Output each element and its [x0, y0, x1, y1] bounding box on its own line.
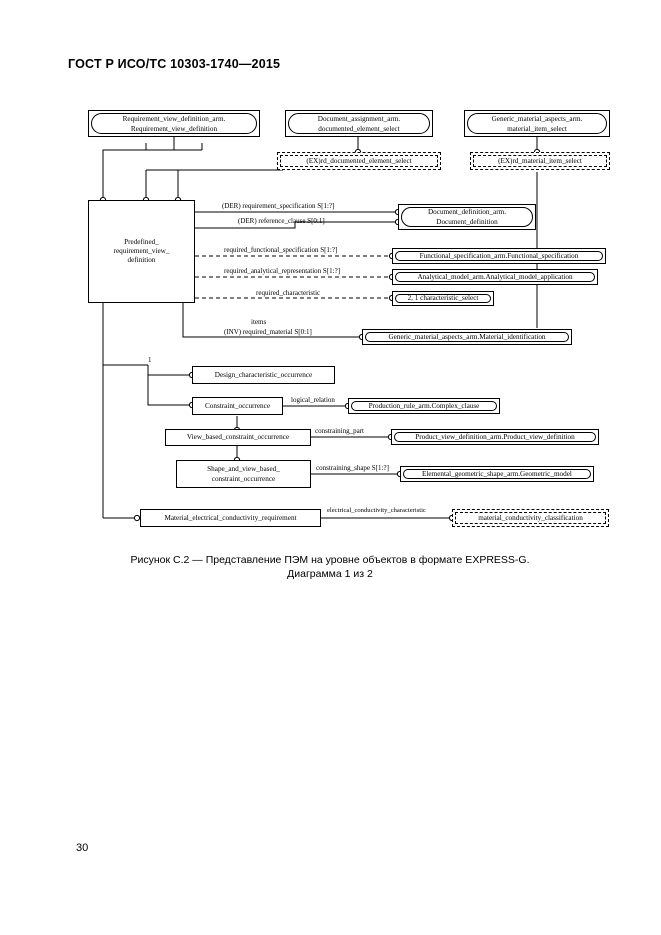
node-line1: Requirement_view_definition_arm.: [122, 114, 226, 123]
edge-label-reference-clause: (DER) reference_clause S[0:1]: [238, 217, 325, 225]
edge-label-required-characteristic: required_characteristic: [256, 289, 321, 297]
node-ex-rd-documented-element-select: (EX)rd_documented_element_select: [277, 152, 441, 170]
edge-label-electrical-conductivity-characteristic: electrical_conductivity_characteristic: [327, 507, 426, 514]
node-line2: material_item_select: [507, 124, 567, 133]
node-material-identification: Generic_material_aspects_arm.Material_id…: [362, 329, 572, 345]
node-label: (EX)rd_material_item_select: [498, 156, 582, 165]
page-number: 30: [76, 842, 89, 854]
node-label: Production_rule_arm.Complex_clause: [368, 401, 480, 410]
edge-label-required-functional-specification: required_functional_specification S[1:?]: [224, 246, 338, 254]
edge-label-required-analytical-representation: required_analytical_representation S[1:?…: [224, 267, 341, 275]
node-shape-and-view-based-constraint-occurrence: Shape_and_view_based_ constraint_occurre…: [176, 460, 311, 488]
edge-label-constraining-shape: constraining_shape S[1:?]: [316, 464, 389, 472]
node-production-rule-arm: Production_rule_arm.Complex_clause: [348, 398, 500, 414]
node-requirement-view-definition-arm: Requirement_view_definition_arm. Require…: [88, 110, 260, 137]
node-elemental-geometric-shape-arm: Elemental_geometric_shape_arm.Geometric_…: [400, 466, 594, 482]
express-g-diagram: Requirement_view_definition_arm. Require…: [88, 110, 610, 527]
node-line2: Requirement_view_definition: [130, 124, 218, 133]
node-line2: documented_element_select: [318, 124, 400, 133]
node-label: Product_view_definition_arm.Product_view…: [415, 432, 575, 441]
node-line1: Document_definition_arm.: [427, 208, 507, 216]
node-line1: Shape_and_view_based_: [207, 465, 280, 473]
edge-label-items: items: [251, 318, 267, 326]
node-predefined-requirement-view-definition: Predefined_ requirement_view_ definition: [88, 200, 195, 303]
node-line2: requirement_view_: [113, 247, 170, 255]
node-label: Analytical_model_arm.Analytical_model_ap…: [417, 272, 573, 281]
node-label: Constraint_occurrence: [204, 401, 271, 410]
edge-label-required-material: (INV) required_material S[0:1]: [224, 328, 312, 336]
node-analytical-model-arm: Analytical_model_arm.Analytical_model_ap…: [392, 269, 598, 285]
node-line2: Document_definition: [436, 218, 498, 226]
node-constraint-occurrence: Constraint_occurrence: [192, 397, 283, 415]
node-label: Design_characteristic_occurrence: [214, 370, 313, 379]
edge-label-logical-relation: logical_relation: [291, 396, 335, 404]
document-header: ГОСТ Р ИСО/ТС 10303-1740—2015: [68, 57, 281, 71]
edge-label-cardinality-one: 1: [148, 356, 152, 364]
edge-label-requirement-specification: (DER) requirement_specification S[1:?]: [222, 202, 335, 210]
node-material-electrical-conductivity-requirement: Material_electrical_conductivity_require…: [140, 509, 321, 527]
node-line1: Predefined_: [124, 238, 159, 246]
node-label: Functional_specification_arm.Functional_…: [419, 251, 579, 260]
node-line3: definition: [127, 256, 156, 264]
node-material-conductivity-classification: material_conductivity_classification: [452, 509, 609, 527]
node-product-view-definition-arm: Product_view_definition_arm.Product_view…: [391, 429, 599, 445]
figure-caption-line1: Рисунок С.2 — Представление ПЭМ на уровн…: [130, 554, 530, 566]
figure-caption: Рисунок С.2 — Представление ПЭМ на уровн…: [80, 553, 580, 581]
edge-label-constraining-part: constraining_part: [315, 427, 364, 435]
node-label: Material_electrical_conductivity_require…: [164, 513, 297, 522]
node-document-assignment-arm: Document_assignment_arm. documented_elem…: [285, 110, 433, 137]
node-line2: constraint_occurrence: [211, 475, 276, 483]
node-characteristic-select: 2, 1 characteristic_select: [392, 291, 494, 306]
node-ex-rd-material-item-select: (EX)rd_material_item_select: [470, 152, 610, 170]
node-label: 2, 1 characteristic_select: [407, 294, 479, 302]
node-document-definition-arm: Document_definition_arm. Document_defini…: [398, 204, 536, 230]
node-line1: Generic_material_aspects_arm.: [491, 114, 583, 123]
node-label: (EX)rd_documented_element_select: [306, 156, 412, 165]
node-functional-specification-arm: Functional_specification_arm.Functional_…: [392, 248, 606, 264]
node-generic-material-aspects-arm: Generic_material_aspects_arm. material_i…: [464, 110, 610, 137]
node-label: Elemental_geometric_shape_arm.Geometric_…: [422, 469, 572, 478]
figure-caption-line2: Диаграмма 1 из 2: [287, 568, 373, 580]
node-design-characteristic-occurrence: Design_characteristic_occurrence: [192, 366, 335, 384]
node-view-based-constraint-occurrence: View_based_constraint_occurrence: [165, 429, 311, 446]
node-label: material_conductivity_classification: [478, 513, 583, 522]
node-label: View_based_constraint_occurrence: [186, 433, 290, 441]
node-line1: Document_assignment_arm.: [317, 114, 401, 123]
node-label: Generic_material_aspects_arm.Material_id…: [388, 332, 546, 341]
